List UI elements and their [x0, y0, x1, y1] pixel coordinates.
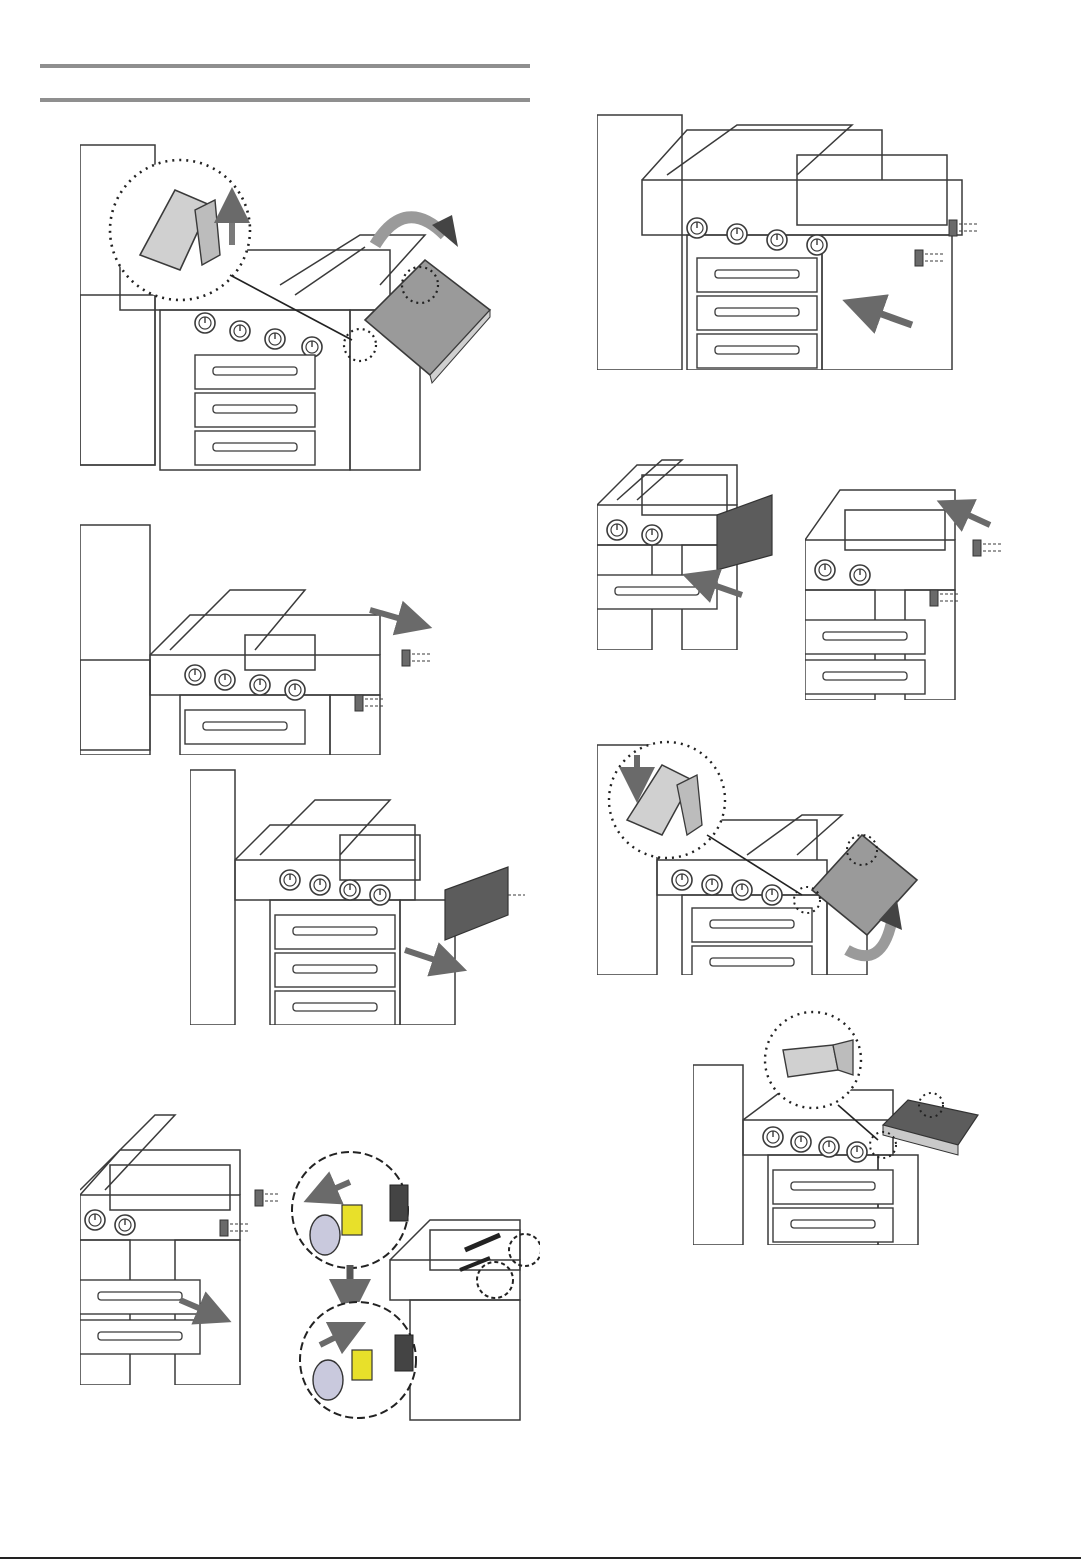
header-rule-bottom	[40, 98, 530, 102]
figure-slide-griddle-in	[597, 110, 982, 370]
page-bottom-rule	[0, 1557, 1081, 1559]
figure-install-bracket	[805, 480, 1005, 700]
figure-remove-side-panel	[190, 765, 525, 1025]
header-rule-top	[40, 64, 530, 68]
figure-fold-shelf-down	[597, 740, 927, 975]
figure-fold-shelf-up	[80, 135, 500, 475]
figure-slide-cart-right	[80, 1110, 280, 1385]
figure-install-side-panel	[597, 450, 797, 650]
figure-slide-griddle-out	[80, 515, 440, 755]
figure-shelf-installed	[693, 1005, 983, 1245]
figure-gas-connector	[290, 1150, 540, 1425]
